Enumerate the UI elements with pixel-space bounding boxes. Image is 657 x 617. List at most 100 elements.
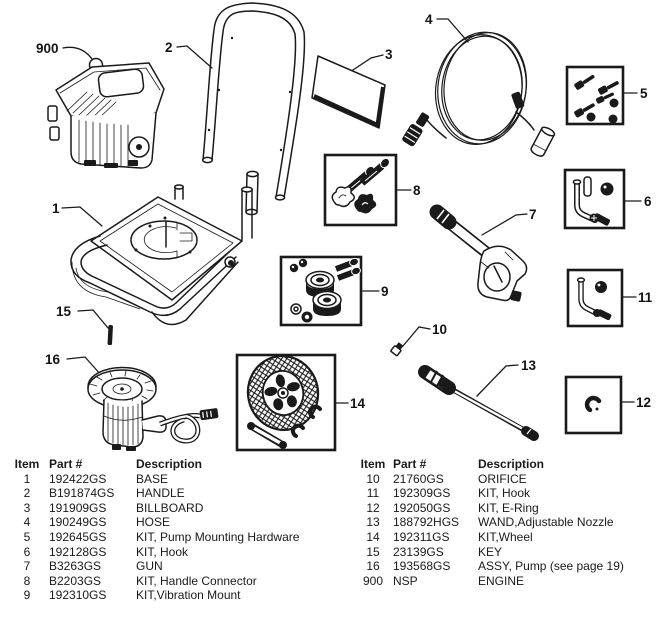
table-row: 7 B3263GS GUN <box>8 559 348 574</box>
callout-label-pump-mounting-kit: 5 <box>640 86 648 101</box>
cell-item: 900 <box>362 573 384 588</box>
cell-part: 193568GS <box>393 559 451 574</box>
cell-description: KIT,Wheel <box>478 529 533 544</box>
table-row: 12 192050GS KIT, E-Ring <box>356 501 656 516</box>
cell-description: HANDLE <box>136 486 185 501</box>
cell-item: 9 <box>23 588 31 603</box>
cell-description: ASSY, Pump (see page 19) <box>478 559 624 574</box>
col-header-item: Item <box>14 457 40 471</box>
col-header-part: Part # <box>49 457 83 471</box>
callout-label-key: 15 <box>56 304 72 319</box>
cell-description: BILLBOARD <box>136 500 204 515</box>
cell-part: 188792HGS <box>393 515 460 530</box>
cell-part: 21760GS <box>393 471 444 486</box>
col-header-item: Item <box>360 457 386 471</box>
cell-description: KIT, Hook <box>478 486 531 501</box>
orifice-drawing <box>390 326 431 357</box>
cell-description: BASE <box>136 471 169 486</box>
cell-item: 10 <box>366 471 380 486</box>
table-row: 6 192128GS KIT, Hook <box>8 545 348 560</box>
cell-description: WAND,Adjustable Nozzle <box>478 515 614 530</box>
gun-drawing <box>429 204 528 302</box>
cell-part: 192128GS <box>49 544 107 559</box>
cell-description: GUN <box>136 559 163 574</box>
callout-label-engine: 900 <box>36 41 59 56</box>
col-header-part: Part # <box>393 457 427 471</box>
engine-drawing <box>47 46 165 169</box>
cell-item: 16 <box>366 559 380 574</box>
callout-label-wheel-kit: 14 <box>350 396 366 411</box>
table-row: 5 192645GS KIT, Pump Mounting Hardware <box>8 530 348 545</box>
table-header-row: Item Part # Description <box>356 457 656 472</box>
vibration-mount-kit-box <box>279 255 380 327</box>
callout-label-hook-kit: 6 <box>644 194 652 209</box>
cell-part: 192422GS <box>49 471 107 486</box>
cell-part: B3263GS <box>49 559 102 574</box>
parts-list: Item Part # Description 1 192422GS BASE … <box>0 457 657 615</box>
hose-drawing <box>402 18 556 157</box>
callout-label-billboard: 3 <box>385 47 393 62</box>
table-row: 14 192311GS KIT,Wheel <box>356 530 656 545</box>
cell-item: 2 <box>23 486 31 501</box>
parts-table-right: Item Part # Description 10 21760GS ORIFI… <box>356 457 656 588</box>
table-row: 9 192310GS KIT,Vibration Mount <box>8 588 348 603</box>
cell-item: 14 <box>366 529 380 544</box>
cell-description: ENGINE <box>478 573 525 588</box>
table-header-row: Item Part # Description <box>8 457 348 472</box>
cell-item: 6 <box>23 544 31 559</box>
cell-item: 8 <box>23 573 31 588</box>
table-row: 8 B2203GS KIT, Handle Connector <box>8 574 348 589</box>
table-row: 13 188792HGS WAND,Adjustable Nozzle <box>356 515 656 530</box>
base-drawing <box>61 184 253 326</box>
cell-description: KIT, E-Ring <box>478 500 539 515</box>
cell-item: 1 <box>23 471 31 486</box>
cell-part: 192645GS <box>49 529 107 544</box>
cell-item: 12 <box>366 500 380 515</box>
table-row: 900 NSP ENGINE <box>356 574 656 589</box>
cell-description: KIT, Hook <box>136 544 189 559</box>
callout-label-handle-connector-kit: 8 <box>413 183 421 198</box>
cell-part: 192050GS <box>393 500 451 515</box>
cell-part: NSP <box>393 573 418 588</box>
cell-item: 15 <box>366 544 380 559</box>
callout-label-e-ring-kit: 12 <box>636 395 651 410</box>
hook-kit-2-box <box>566 268 637 328</box>
cell-item: 11 <box>366 486 380 501</box>
cell-part: B191874GS <box>49 486 115 501</box>
pump-mounting-kit-box <box>565 65 638 126</box>
handle-connector-kit-box <box>323 153 412 227</box>
callout-label-wand: 13 <box>521 358 537 373</box>
cell-item: 4 <box>23 515 31 530</box>
table-row: 3 191909GS BILLBOARD <box>8 501 348 516</box>
cell-description: KIT, Handle Connector <box>136 573 257 588</box>
table-row: 2 B191874GS HANDLE <box>8 486 348 501</box>
table-row: 16 193568GS ASSY, Pump (see page 19) <box>356 559 656 574</box>
cell-part: 192309GS <box>393 486 451 501</box>
pump-drawing <box>66 356 219 451</box>
cell-description: KIT, Pump Mounting Hardware <box>136 529 300 544</box>
handle-drawing <box>176 2 306 216</box>
cell-part: 192310GS <box>49 588 107 603</box>
cell-item: 5 <box>23 529 31 544</box>
callout-label-hose: 4 <box>425 12 433 27</box>
parts-table-left: Item Part # Description 1 192422GS BASE … <box>8 457 348 603</box>
cell-part: 192311GS <box>393 529 450 544</box>
callout-label-gun: 7 <box>529 207 537 222</box>
cell-part: 23139GS <box>393 544 444 559</box>
callout-label-hook-kit-2: 11 <box>638 290 653 305</box>
wand-drawing <box>418 364 539 441</box>
wheel-kit-box <box>235 353 349 452</box>
callout-label-base: 1 <box>52 201 60 216</box>
e-ring-kit-box <box>564 375 635 435</box>
table-row: 11 192309GS KIT, Hook <box>356 486 656 501</box>
cell-item: 3 <box>23 500 31 515</box>
exploded-parts-diagram: 900 1 2 3 4 5 6 7 8 9 10 11 12 13 14 15 … <box>36 2 653 452</box>
billboard-drawing <box>311 54 386 129</box>
col-header-description: Description <box>478 457 545 471</box>
hook-kit-box <box>563 168 642 230</box>
cell-description: ORIFICE <box>478 471 527 486</box>
table-row: 10 21760GS ORIFICE <box>356 472 656 487</box>
key-drawing <box>77 309 113 346</box>
cell-item: 13 <box>366 515 380 530</box>
col-header-description: Description <box>136 457 203 471</box>
